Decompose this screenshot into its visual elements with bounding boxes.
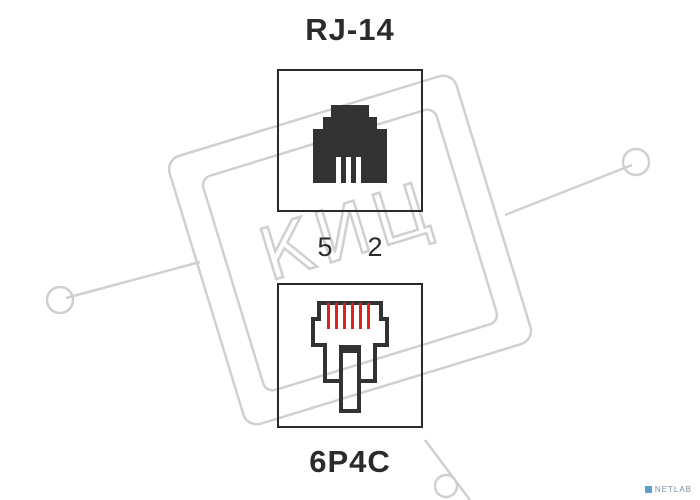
netlab-logo: NETLAB [644,485,692,494]
rj-socket-icon [313,105,387,183]
socket-panel [277,69,423,212]
pin-number-left: 5 [317,232,333,262]
plug-panel [277,283,423,428]
logo-icon [644,486,652,493]
logo-text: NETLAB [654,485,692,494]
plug-contacts [327,303,370,329]
pin-number-right: 2 [367,232,383,262]
connector-type-label: 6P4C [309,444,391,479]
connector-title: RJ-14 [305,12,395,47]
rj-plug-icon [311,301,389,413]
